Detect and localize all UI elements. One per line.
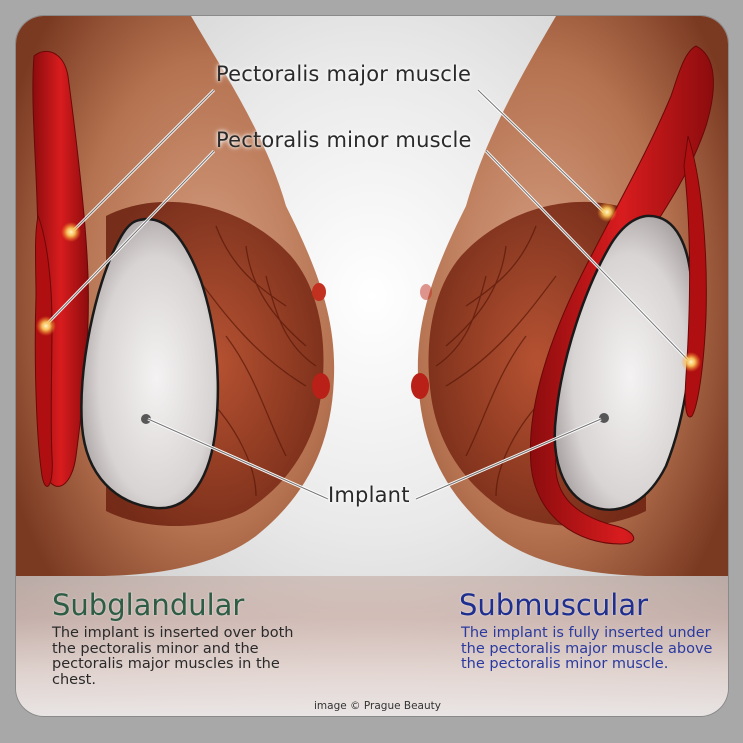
implant-label: Implant bbox=[328, 483, 410, 507]
subglandular-description: The implant is inserted over both the pe… bbox=[52, 625, 294, 688]
left-nipple bbox=[312, 373, 330, 399]
right-torso bbox=[411, 16, 728, 576]
submuscular-description: The implant is fully inserted under the … bbox=[461, 625, 713, 672]
left-pectoralis-minor-muscle bbox=[34, 214, 53, 487]
left-upper-nipple bbox=[312, 283, 326, 301]
marker-dots bbox=[36, 202, 701, 372]
pectoralis-minor-label: Pectoralis minor muscle bbox=[216, 128, 472, 152]
submuscular-title: Submuscular bbox=[459, 588, 649, 622]
subglandular-title: Subglandular bbox=[52, 588, 245, 622]
pectoralis-major-label: Pectoralis major muscle bbox=[216, 62, 472, 86]
image-credit: image © Prague Beauty bbox=[314, 700, 441, 712]
left-torso bbox=[16, 16, 335, 576]
breast-implant-illustration bbox=[16, 16, 728, 576]
right-pectoralis-minor-muscle bbox=[683, 135, 707, 418]
diagram-frame: Pectoralis major muscle Pectoralis minor… bbox=[16, 16, 728, 716]
right-upper-nipple bbox=[420, 284, 432, 300]
caption-band bbox=[16, 576, 728, 716]
right-nipple bbox=[411, 373, 429, 399]
